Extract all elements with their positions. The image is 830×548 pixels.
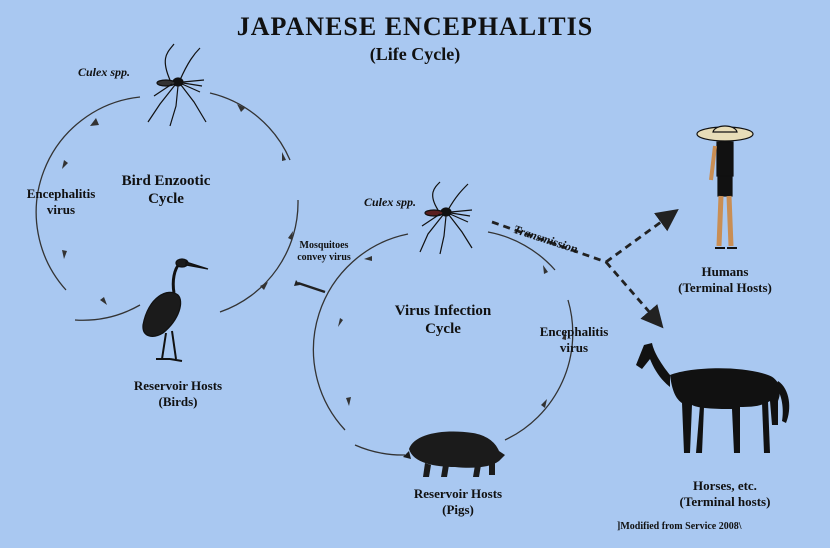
humans-label-line1: Humans (701, 264, 749, 279)
bird-cycle-label: Bird Enzootic Cycle (112, 172, 220, 208)
diagram-subtitle: (Life Cycle) (369, 44, 461, 64)
right-virus-label: Encephalitis virus (530, 324, 618, 356)
horses-label-line1: Horses, etc. (693, 478, 757, 493)
mosquito-icon (147, 43, 207, 127)
horses-label: Horses, etc. (Terminal hosts) (660, 478, 790, 510)
pig-host-label-line2: (Pigs) (442, 502, 474, 517)
horse-icon (636, 343, 790, 453)
virus-infection-cycle-label-line1: Virus Infection (394, 303, 492, 319)
bird-cycle-arrowheads (62, 104, 293, 305)
bird-host-label-line2: (Birds) (158, 394, 198, 409)
pig-cycle-arrowheads (338, 256, 566, 408)
transmission-arrows (491, 209, 679, 329)
bird-host-label-line1: Reservoir Hosts (133, 378, 223, 393)
pig-host-label-line1: Reservoir Hosts (413, 486, 503, 501)
virus-infection-cycle-label-line2: Cycle (425, 321, 461, 337)
heron-icon (142, 258, 209, 362)
bird-cycle-label-line1: Bird Enzootic (121, 173, 211, 189)
virus-infection-cycle-label: Virus Infection Cycle (384, 302, 502, 338)
mosquito-icon (419, 181, 473, 255)
left-virus-label-line1: Encephalitis (26, 186, 96, 201)
left-virus-label-line2: virus (46, 202, 76, 217)
convey-virus-label: Mosquitoes convey virus (286, 240, 362, 264)
humans-label-line2: (Terminal Hosts) (678, 280, 772, 295)
pig-host-label: Reservoir Hosts (Pigs) (396, 486, 520, 518)
human-icon (696, 125, 754, 249)
horses-label-line2: (Terminal hosts) (679, 494, 771, 509)
pig-cycle-ring (312, 231, 574, 456)
diagram-title: JAPANESE ENCEPHALITIS (236, 12, 594, 41)
bird-host-label: Reservoir Hosts (Birds) (116, 378, 240, 410)
right-virus-label-line1: Encephalitis (539, 324, 609, 339)
convey-virus-label-line1: Mosquitoes (299, 240, 349, 251)
left-vector-label: Culex spp. (78, 65, 131, 79)
right-virus-label-line2: virus (559, 340, 589, 355)
pig-icon (403, 431, 505, 477)
left-virus-label: Encephalitis virus (18, 186, 104, 218)
humans-label: Humans (Terminal Hosts) (660, 264, 790, 296)
convey-virus-label-line2: convey virus (297, 252, 351, 263)
center-vector-label: Culex spp. (364, 195, 417, 209)
convey-virus-arrow (294, 280, 326, 294)
bird-cycle-label-line2: Cycle (148, 191, 184, 207)
source-note: ]Modified from Service 2008\ (617, 521, 742, 532)
bird-cycle-ring (35, 92, 299, 321)
